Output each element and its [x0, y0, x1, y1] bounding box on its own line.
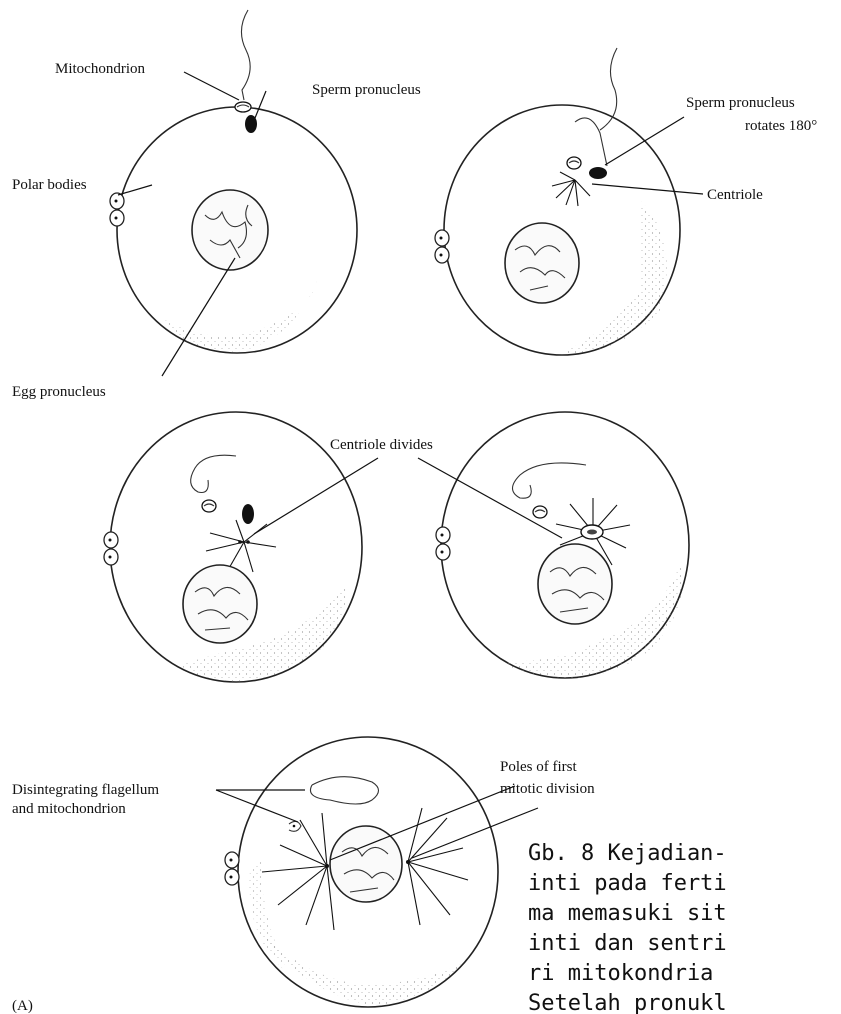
caption-line-1: Gb. 8 Kejadian- — [528, 841, 727, 866]
label-rotates-180: rotates 180° — [745, 118, 817, 134]
mitochondrion-shape — [533, 506, 547, 518]
polar-bodies-shape — [225, 852, 239, 885]
caption-line-3: ma memasuki sit — [528, 901, 727, 926]
label-poles-of-first: Poles of first — [500, 759, 577, 775]
egg-pronucleus-shape — [505, 223, 579, 303]
label-polar-bodies: Polar bodies — [12, 177, 87, 193]
caption-line-5: ri mitokondria — [528, 961, 713, 986]
mitochondrion-shape — [567, 157, 581, 169]
centriole-aster — [552, 172, 590, 206]
caption-line-4: inti dan sentri — [528, 931, 727, 956]
label-mitochondrion: Mitochondrion — [55, 61, 145, 77]
label-sperm-pronucleus: Sperm pronucleus — [312, 82, 421, 98]
label-egg-pronucleus: Egg pronucleus — [12, 384, 106, 400]
egg-pronucleus-shape — [538, 544, 612, 624]
label-centriole: Centriole — [707, 187, 763, 203]
label-disintegrating-flagellum: Disintegrating flagellum — [12, 782, 159, 798]
egg-pronucleus-shape — [183, 565, 257, 643]
centriole-aster — [206, 520, 276, 572]
mitochondrion-shape — [202, 500, 216, 512]
caption-line-6: Setelah pronukl — [528, 991, 727, 1014]
cell-stage-5 — [225, 737, 498, 1007]
figure-caption: Gb. 8 Kejadian- inti pada ferti ma memas… — [528, 841, 727, 1014]
polar-bodies-shape — [104, 532, 118, 565]
label-centriole-divides: Centriole divides — [330, 437, 433, 453]
polar-bodies-shape — [435, 230, 449, 263]
caption-line-2: inti pada ferti — [528, 871, 727, 896]
cell-stage-3 — [104, 412, 362, 682]
mitochondrion-shape — [235, 102, 251, 112]
polar-bodies-shape — [436, 527, 450, 560]
polar-bodies-shape — [110, 193, 124, 226]
panel-letter: (A) — [12, 998, 33, 1014]
egg-pronucleus-shape — [192, 190, 268, 270]
label-and-mitochondrion: and mitochondrion — [12, 801, 126, 817]
disintegrating-mitochondrion-shape — [289, 821, 301, 831]
sperm-pronucleus-shape — [589, 167, 607, 179]
fused-pronucleus-shape — [330, 826, 402, 902]
cell-stage-2: Sperm pronucleus rotates 180° Centriole — [435, 48, 817, 355]
cell-stage-4 — [436, 412, 689, 678]
sperm-pronucleus-shape — [242, 504, 254, 524]
label-mitotic-division: mitotic division — [500, 781, 595, 797]
label-sperm-pronucleus-rotates: Sperm pronucleus — [686, 95, 795, 111]
cell-stage-1: Mitochondrion Sperm pronucleus Polar bod… — [12, 10, 421, 400]
